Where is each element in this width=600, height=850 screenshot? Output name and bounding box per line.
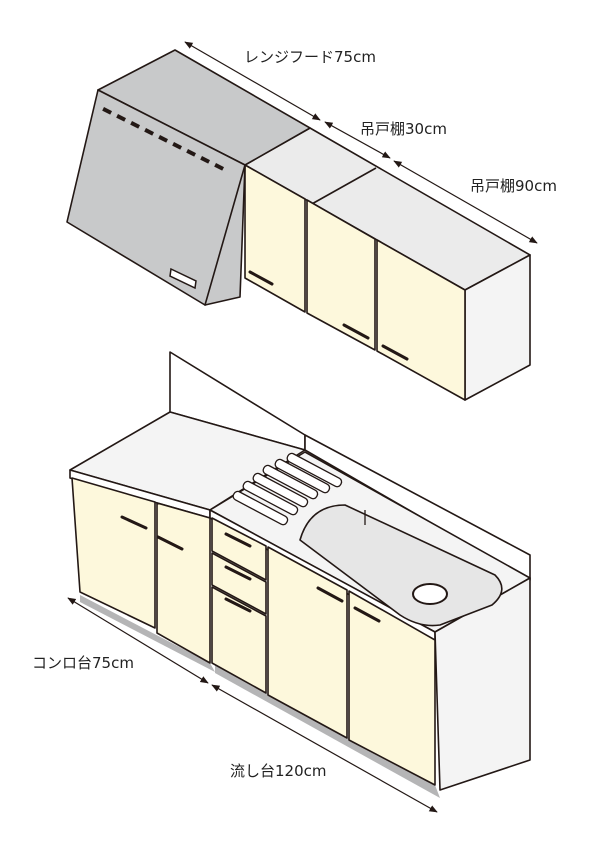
stove-door-right[interactable]: [156, 502, 211, 664]
sink-base: [209, 434, 531, 798]
wall-door-middle[interactable]: [306, 199, 376, 351]
wall-cabinet-30-label: 吊戸棚30cm: [360, 120, 447, 138]
range-hood: [66, 49, 311, 306]
wall-door-left[interactable]: [244, 164, 306, 313]
sink-base-label: 流し台120cm: [230, 762, 327, 780]
wall-cabinet-90-label: 吊戸棚90cm: [470, 177, 557, 195]
range-hood-dimension: [184, 41, 321, 121]
sink-base-dimension: [211, 684, 438, 813]
drainboard-ridges: [232, 452, 343, 526]
wall-door-right[interactable]: [376, 239, 466, 401]
control-panel-icon[interactable]: [169, 267, 197, 290]
wall-cabinet-90-dimension: [393, 160, 538, 244]
wall-cabinet-30-dimension: [324, 121, 391, 159]
sink-basin: [299, 504, 503, 627]
drawer-bottom[interactable]: [211, 586, 267, 694]
sink-door-left[interactable]: [267, 546, 348, 739]
handle-icons: [248, 270, 409, 361]
dimension-arrows: [67, 41, 538, 813]
wall-cabinets: [244, 127, 531, 401]
stove-door-left[interactable]: [71, 477, 156, 629]
vent-slots: [102, 106, 225, 171]
stove-base-dimension: [67, 597, 209, 684]
sink-door-right[interactable]: [348, 590, 436, 786]
range-hood-label: レンジフード75cm: [244, 48, 376, 66]
drain-icon: [412, 583, 448, 605]
stove-base: [69, 351, 306, 672]
stove-base-label: コンロ台75cm: [32, 654, 134, 672]
